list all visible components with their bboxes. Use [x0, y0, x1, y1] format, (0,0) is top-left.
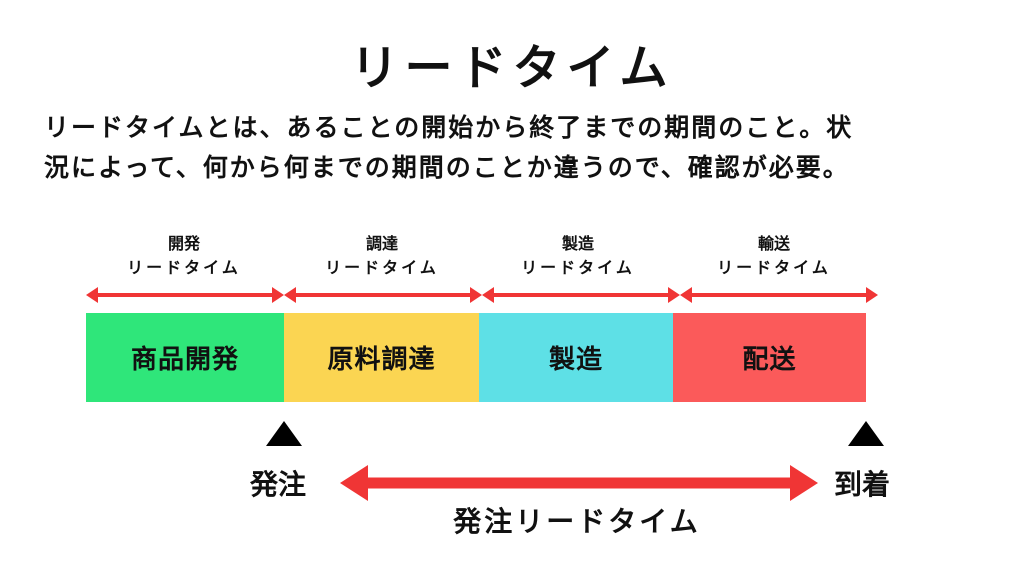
segment-label-development: 開発 リードタイム — [86, 232, 282, 280]
bar-delivery-text: 配送 — [742, 345, 797, 375]
segment-label-development-line1: 開発 — [167, 234, 200, 253]
segment-label-transport-line2: リードタイム — [717, 258, 831, 277]
order-lead-time-arrow — [340, 465, 818, 501]
page-title: リードタイム — [350, 40, 674, 96]
segment-arrow-transport — [680, 287, 878, 303]
description-line-1: リードタイムとは、あることの開始から終了までの期間のこと。状 — [44, 113, 854, 142]
segment-label-manufacturing: 製造 リードタイム — [480, 232, 676, 280]
segment-label-development-line2: リードタイム — [127, 258, 241, 277]
segment-arrow-manufacturing — [482, 287, 680, 303]
segment-label-manufacturing-line2: リードタイム — [521, 258, 635, 277]
segment-label-procurement-line2: リードタイム — [325, 258, 439, 277]
segment-arrow-procurement — [284, 287, 482, 303]
description-line-2: 況によって、何から何までの期間のことか違うので、確認が必要。 — [44, 153, 850, 182]
order-lead-time-label: 発注リードタイム — [453, 505, 701, 538]
order-label: 発注 — [250, 468, 307, 501]
bar-product-development-text: 商品開発 — [130, 345, 239, 375]
segment-label-procurement-line1: 調達 — [365, 234, 398, 253]
segment-label-procurement: 調達 リードタイム — [284, 232, 480, 280]
arrival-label: 到着 — [834, 468, 891, 501]
segment-label-manufacturing-line1: 製造 — [561, 234, 594, 253]
bar-manufacturing: 製造 — [479, 313, 673, 402]
bar-delivery: 配送 — [673, 313, 866, 402]
bar-material-procurement: 原料調達 — [284, 313, 479, 402]
bar-manufacturing-text: 製造 — [548, 345, 603, 375]
segment-label-transport: 輸送 リードタイム — [676, 232, 872, 280]
segment-label-transport-line1: 輸送 — [757, 234, 790, 253]
order-marker-triangle — [266, 421, 302, 446]
segment-arrow-development — [86, 287, 284, 303]
bar-material-procurement-text: 原料調達 — [327, 345, 436, 375]
bar-product-development: 商品開発 — [86, 313, 284, 402]
arrival-marker-triangle — [848, 421, 884, 446]
